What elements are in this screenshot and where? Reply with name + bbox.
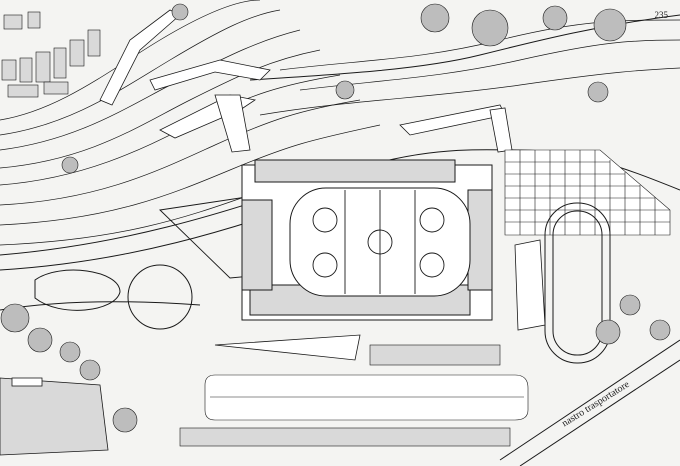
plazas bbox=[34, 264, 193, 330]
east-stand bbox=[514, 239, 546, 331]
running-track bbox=[544, 202, 611, 364]
tree-clusters bbox=[0, 3, 671, 433]
sports-complex bbox=[241, 159, 493, 321]
south-ramp bbox=[214, 334, 361, 361]
village-buildings bbox=[1, 11, 101, 98]
page-number: 235 bbox=[654, 10, 669, 20]
southwest-building bbox=[0, 377, 109, 456]
grid-building bbox=[504, 149, 671, 236]
parking-lots bbox=[179, 344, 529, 447]
ice-rink bbox=[312, 190, 445, 294]
access-ramps bbox=[99, 9, 513, 153]
